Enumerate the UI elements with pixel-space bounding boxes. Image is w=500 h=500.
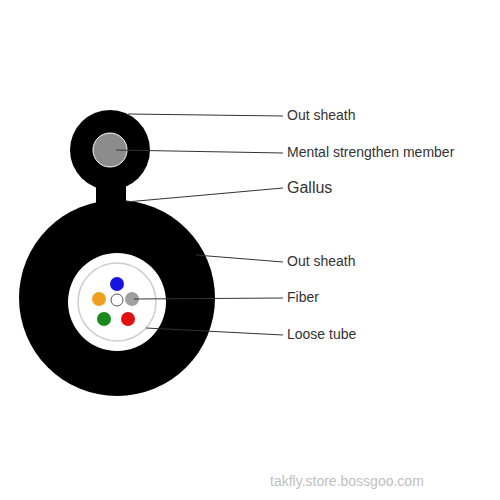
part-label: Mental strengthen member: [287, 145, 454, 160]
leader-line: [126, 188, 283, 202]
watermark: takfly.store.bossgoo.com: [270, 474, 424, 489]
part-label: Out sheath: [287, 254, 356, 269]
leader-line: [134, 298, 283, 299]
leader-line: [116, 150, 283, 153]
fiber-green: [97, 312, 111, 326]
leader-line: [128, 114, 283, 116]
sheath-bore: [68, 253, 166, 351]
fiber-blue: [110, 277, 124, 291]
part-label: Out sheath: [287, 108, 356, 123]
leader-line: [196, 255, 283, 262]
outer-sheath: [19, 200, 215, 396]
leader-line: [146, 328, 283, 335]
part-label: Loose tube: [287, 327, 356, 342]
central-element: [111, 294, 123, 306]
loose-tube: [78, 263, 156, 341]
fiber-orange: [92, 292, 106, 306]
fiber-red: [121, 312, 135, 326]
part-label: Gallus: [287, 179, 332, 197]
part-label: Fiber: [287, 290, 319, 305]
